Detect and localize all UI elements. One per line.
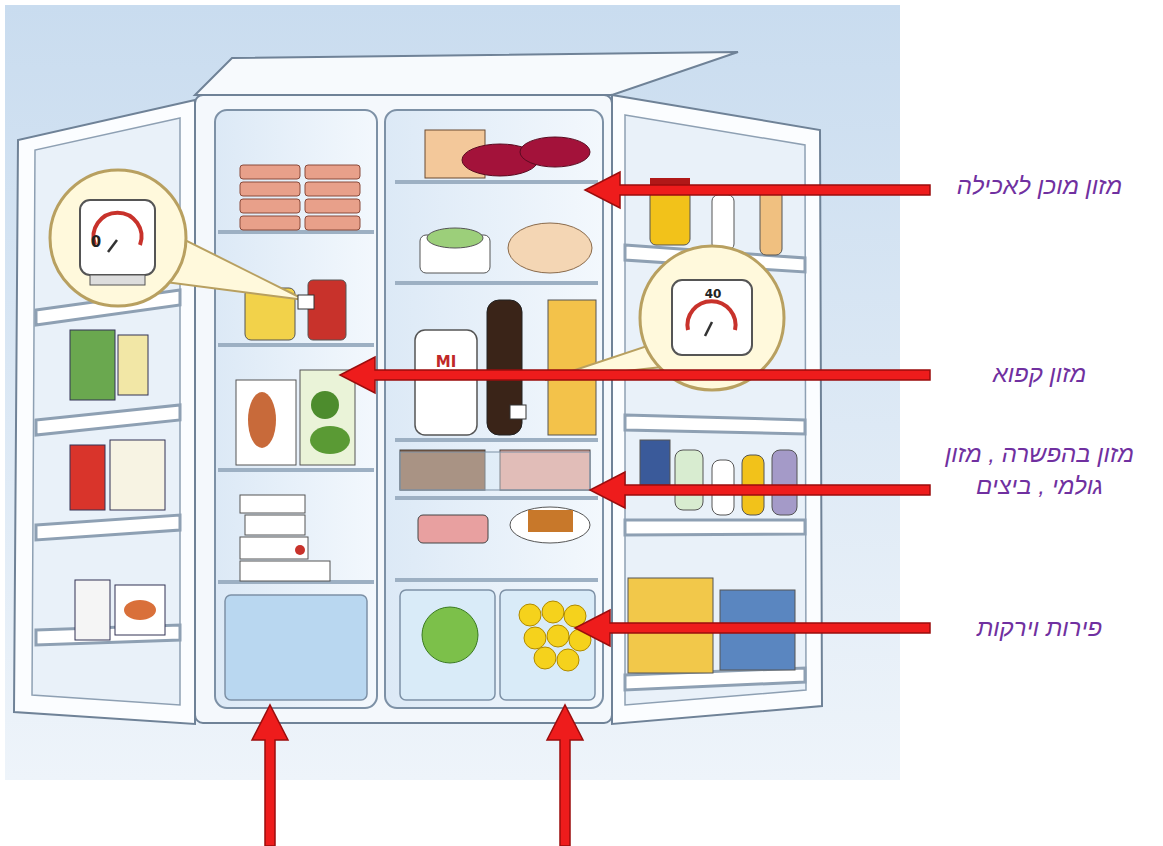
zone-label: מזון קפוא <box>942 358 1137 390</box>
gauge-number: 0 <box>86 234 106 251</box>
gauge-number: 40 <box>698 288 728 301</box>
zone-label: מזון בהפשרה , מזון גולמי , ביצים <box>942 438 1137 503</box>
zone-label: מזון מוכן לאכילה <box>942 170 1137 202</box>
carton-text: MI <box>428 354 464 371</box>
zone-label: פירות וירקות <box>942 612 1137 644</box>
